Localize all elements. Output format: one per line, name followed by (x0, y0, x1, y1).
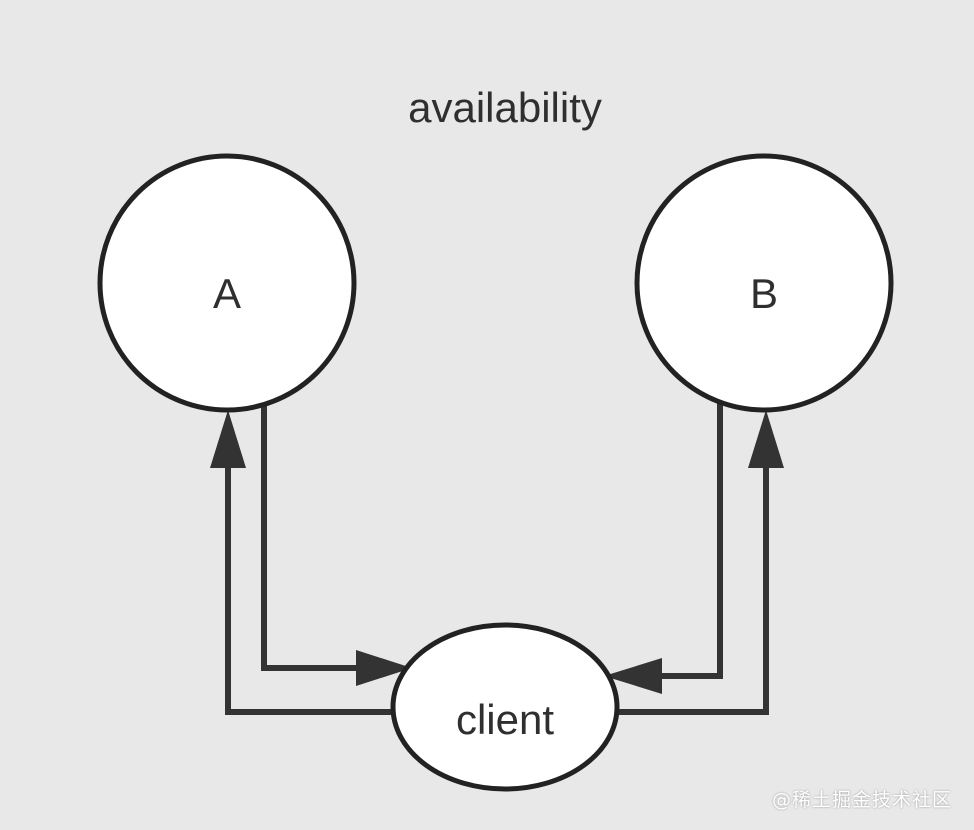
node-b-label: B (750, 270, 778, 317)
node-a-label: A (213, 270, 241, 317)
arrow-head-into-a (210, 410, 246, 468)
watermark-text: @稀土掘金技术社区 (771, 789, 952, 811)
edge-client-to-b (616, 462, 769, 715)
node-b-circle (634, 153, 894, 413)
node-a-circle (97, 153, 357, 413)
node-client-ellipse (390, 622, 620, 792)
arrow-head-into-client-from-a (356, 650, 412, 686)
node-b: B (634, 153, 894, 413)
edge-a-to-client (261, 400, 360, 671)
node-client-label: client (456, 696, 554, 743)
diagram-title: availability (408, 84, 602, 131)
arrow-head-into-client-from-b (604, 658, 662, 694)
edge-b-to-client (660, 394, 723, 679)
edge-client-to-a (225, 462, 393, 715)
arrow-head-into-b (748, 410, 784, 468)
node-client: client (390, 622, 620, 792)
node-a: A (97, 153, 357, 413)
